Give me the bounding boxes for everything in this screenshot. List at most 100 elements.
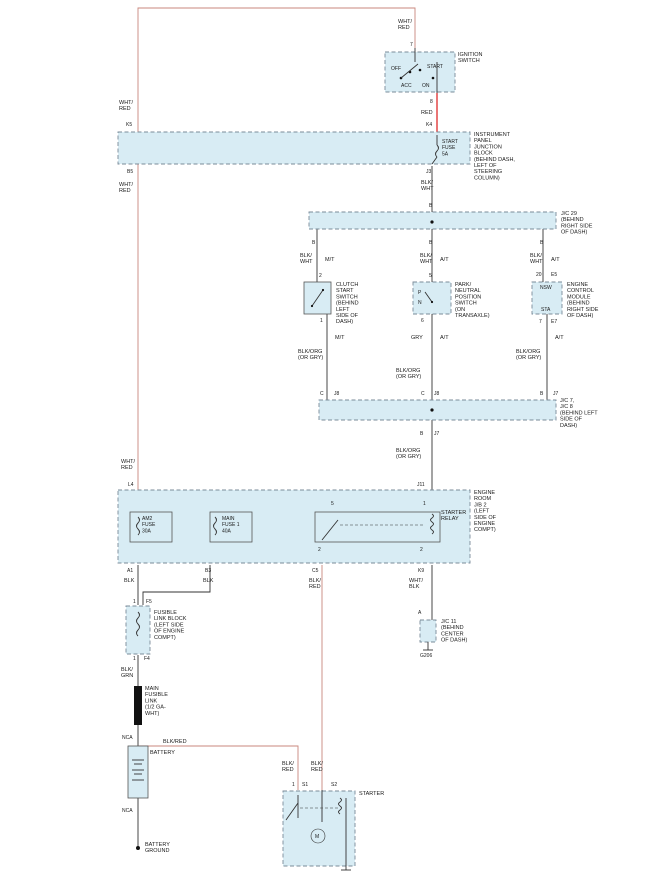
- ignition-pin-top: 7: [410, 42, 413, 48]
- fusible-f4: F4: [144, 656, 150, 662]
- jc11-pin: A: [418, 610, 422, 616]
- park-neutral-position-switch: [412, 281, 452, 315]
- jc29-wire-in: BLK/WHT: [421, 180, 434, 192]
- ignition-start: START: [427, 64, 443, 70]
- wire-blk-red-battery: [138, 745, 299, 790]
- mid-wire-m: GRY: [411, 335, 423, 341]
- er-jb-wire-a1: BLK: [124, 578, 135, 584]
- ecm-at: A/T: [555, 335, 564, 341]
- ecm-conn-b: E7: [551, 319, 557, 325]
- park-n: N: [418, 300, 422, 306]
- ecm-pin-t: 20: [536, 272, 542, 278]
- wire-b3-blk: [142, 565, 211, 605]
- er-jb-wire-b3: BLK: [203, 578, 214, 584]
- ignition-wire-in-label: WHT/RED: [398, 19, 413, 31]
- left-wire-top-label: WHT/RED: [119, 100, 134, 112]
- clutch-mt: M/T: [335, 335, 345, 341]
- jc7-conn-m: J8: [434, 391, 440, 397]
- ip-jb-j3: J3: [426, 169, 432, 175]
- fusible-f5: F5: [146, 599, 152, 605]
- jc29-wire-l: BLK/WHT: [300, 253, 313, 265]
- ecm-sta: STA: [541, 307, 551, 313]
- starter-s2: S2: [331, 782, 337, 788]
- ignition-pin-bot: 8: [430, 99, 433, 105]
- starter-m: M: [315, 834, 319, 840]
- jc7-pin-m: C: [421, 391, 425, 397]
- mid-wire-m2: BLK/ORG(OR GRY): [396, 368, 421, 380]
- er-jb-k9: K9: [418, 568, 424, 574]
- ignition-off: OFF: [391, 66, 401, 72]
- park-p: P: [418, 290, 422, 296]
- ignition-switch: [384, 48, 456, 93]
- clutch-pin-b: 1: [320, 318, 323, 324]
- fusible-link-block: [125, 605, 151, 655]
- er-jb-p2a: 2: [318, 547, 321, 553]
- starter-p1: 1: [292, 782, 295, 788]
- ecm-conn-t: E5: [551, 272, 557, 278]
- jc7-conn-l: J8: [334, 391, 340, 397]
- park-pin-t: 5: [429, 273, 432, 279]
- battery: [127, 745, 149, 799]
- ecm-nsw: NSW: [540, 285, 552, 291]
- er-jb-b3: B3: [205, 568, 211, 574]
- starter-s1: S1: [302, 782, 308, 788]
- starter-relay: [314, 511, 441, 543]
- starter-w2: BLK/RED: [311, 761, 323, 773]
- starter-motor: [282, 790, 356, 871]
- jc7-pin-l: C: [320, 391, 324, 397]
- er-jb-wire-k9: WHT/BLK: [409, 578, 424, 590]
- jc29-pin-r: B: [540, 240, 544, 246]
- jc7-conn-r: J7: [553, 391, 559, 397]
- ip-jb-k5: K5: [126, 122, 132, 128]
- starter-w1: BLK/RED: [282, 761, 294, 773]
- left-wire-low-label: WHT/RED: [121, 459, 136, 471]
- clutch-start-switch: [303, 281, 332, 315]
- junction-connector-7-8: [318, 399, 557, 421]
- er-jb-p2b: 2: [420, 547, 423, 553]
- er-jb-j11: J11: [417, 482, 425, 488]
- main-fusible-link: [134, 686, 142, 725]
- er-jb-c5: C5: [312, 568, 319, 574]
- mid-wire-r: BLK/ORG(OR GRY): [516, 349, 541, 361]
- left-wire-mid-label: WHT/RED: [119, 182, 134, 194]
- jc11-ground: G206: [420, 653, 432, 659]
- battery-name: BATTERY: [150, 750, 175, 756]
- instrument-panel-junction-block: [117, 131, 471, 165]
- jc7-pin-r: B: [540, 391, 544, 397]
- park-pin-b: 6: [421, 318, 424, 324]
- mid-wire-l: BLK/ORG(OR GRY): [298, 349, 323, 361]
- jc7-pin-out: B: [420, 431, 424, 437]
- jc29-mt: M/T: [325, 257, 335, 263]
- jc29-pin-m: B: [429, 240, 433, 246]
- jc29-pin-in: B: [429, 203, 433, 209]
- er-jb-l4: L4: [128, 482, 134, 488]
- starter-name: STARTER: [359, 791, 384, 797]
- jc7-wire-out: BLK/ORG(OR GRY): [396, 448, 421, 460]
- jc29-wire-r: BLK/WHT: [530, 253, 543, 265]
- jc29-pin-l: B: [312, 240, 316, 246]
- clutch-pin-t: 2: [319, 273, 322, 279]
- er-jb-pin5: 5: [331, 501, 334, 507]
- am2-fuse-30a: [129, 511, 173, 543]
- battery-wire: BLK/RED: [163, 739, 187, 745]
- park-at: A/T: [440, 335, 449, 341]
- engine-control-module: [531, 281, 563, 315]
- jc29-wire-m: BLK/WHT: [420, 253, 433, 265]
- er-jb-pin1: 1: [423, 501, 426, 507]
- fusible-wire: BLK/GRN: [121, 667, 133, 679]
- jc29-at2: A/T: [551, 257, 560, 263]
- battery-nca-top: NCA: [122, 735, 133, 741]
